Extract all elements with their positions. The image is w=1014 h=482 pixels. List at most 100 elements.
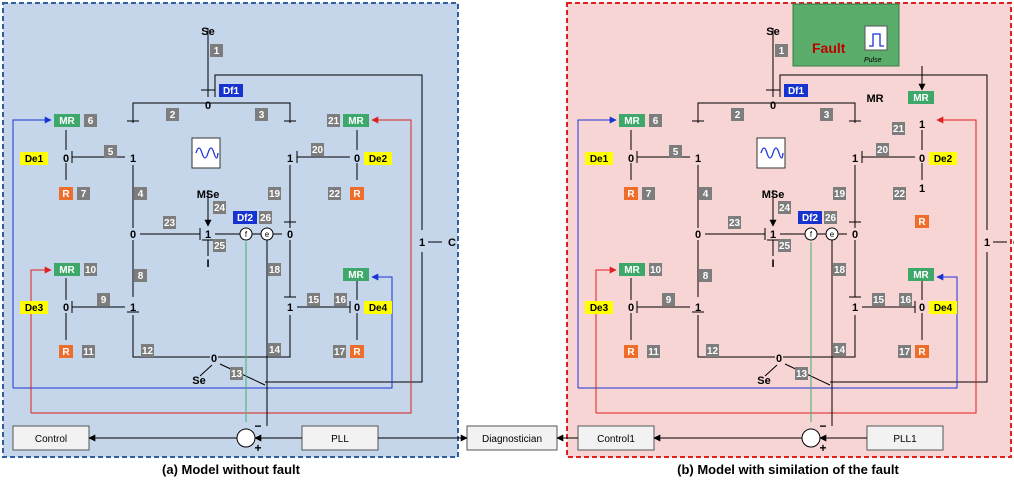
bond-number-1: 1 <box>210 44 223 57</box>
fault-label: Fault <box>812 40 846 56</box>
bond-number-14: 14 <box>268 343 281 356</box>
pulse-block <box>864 25 888 51</box>
svg-text:De1: De1 <box>590 154 609 165</box>
effort-sensor-label: e <box>265 230 270 239</box>
summing-junction <box>236 428 256 448</box>
caption-a: (a) Model without fault <box>162 462 301 477</box>
svg-text:1: 1 <box>779 46 785 57</box>
junction-1-left-lower: 1 <box>130 302 136 314</box>
svg-text:Df2: Df2 <box>237 213 254 224</box>
svg-text:24: 24 <box>779 203 791 214</box>
junction-1-right-lower: 1 <box>287 302 293 314</box>
capacitor-c: C <box>448 237 456 249</box>
r-17: R <box>915 345 929 358</box>
svg-text:5: 5 <box>673 147 679 158</box>
svg-text:MR: MR <box>59 265 75 276</box>
bond-number-6: 6 <box>649 114 662 127</box>
effort-detector-de2: De2 <box>929 152 957 165</box>
junction-1-left-upper: 1 <box>695 153 701 165</box>
effort-sensor-e <box>825 227 839 241</box>
junction-0-left-upper: 0 <box>628 153 634 165</box>
svg-text:20: 20 <box>877 145 889 156</box>
panel-model-without-fault <box>2 2 459 458</box>
svg-text:4: 4 <box>138 189 144 200</box>
bond-number-13: 13 <box>230 367 243 380</box>
bond-number-2: 2 <box>731 108 744 121</box>
svg-text:23: 23 <box>164 218 176 229</box>
svg-text:3: 3 <box>824 110 830 121</box>
mr-16: MR <box>343 268 369 281</box>
flow-sensor-label: f <box>245 230 248 239</box>
r-7: R <box>59 187 73 200</box>
svg-text:14: 14 <box>834 345 846 356</box>
svg-text:MR: MR <box>913 270 929 281</box>
bond-c-return <box>830 252 988 383</box>
svg-text:12: 12 <box>707 346 719 357</box>
svg-text:19: 19 <box>834 189 846 200</box>
bond-number-13: 13 <box>795 367 808 380</box>
svg-text:R: R <box>918 347 926 358</box>
mr-fault: MR <box>866 93 883 105</box>
pll1-block: PLL1 <box>866 425 944 451</box>
bond-number-7: 7 <box>77 187 90 200</box>
svg-text:6: 6 <box>88 116 94 127</box>
effort-sensor-e <box>260 227 274 241</box>
svg-text:26: 26 <box>260 213 272 224</box>
bond-number-11: 11 <box>82 345 95 358</box>
modulated-source-effort: MSe <box>197 189 220 201</box>
minus-sign: − <box>254 419 261 433</box>
svg-text:10: 10 <box>650 265 662 276</box>
svg-text:6: 6 <box>653 116 659 127</box>
bond-number-8: 8 <box>134 269 147 282</box>
bond-number-7: 7 <box>642 187 655 200</box>
svg-text:12: 12 <box>142 346 154 357</box>
svg-text:24: 24 <box>214 203 226 214</box>
svg-text:5: 5 <box>108 147 114 158</box>
summing-junction <box>801 428 821 448</box>
svg-text:MR: MR <box>348 116 364 127</box>
wire-blue-mr16 <box>578 273 958 389</box>
svg-text:PLL: PLL <box>331 434 349 445</box>
bond-number-4: 4 <box>134 187 147 200</box>
junction-1-center: 1 <box>770 229 776 241</box>
svg-text:9: 9 <box>666 295 672 306</box>
bond-2-3 <box>697 102 856 123</box>
svg-text:MR: MR <box>59 116 75 127</box>
r-7: R <box>624 187 638 200</box>
wire-red-mr10 <box>595 266 617 413</box>
plus-sign: + <box>819 441 826 455</box>
junction-0-left-lower: 0 <box>63 302 69 314</box>
bond-number-5: 5 <box>669 145 682 158</box>
bond-number-20: 20 <box>876 143 889 156</box>
bond-c <box>779 74 988 230</box>
inertia-i: I <box>206 258 209 270</box>
bond-number-22: 22 <box>328 187 341 200</box>
caption-b: (b) Model with similation of the fault <box>677 462 899 477</box>
svg-text:11: 11 <box>83 347 94 358</box>
bond-number-26: 26 <box>259 211 272 224</box>
junction-0-right-lower: 0 <box>919 302 925 314</box>
mr-10: MR <box>619 263 645 276</box>
junction-0-right-mid: 0 <box>852 229 858 241</box>
svg-text:Diagnostician: Diagnostician <box>482 434 542 445</box>
svg-text:MR: MR <box>913 93 929 104</box>
junction-0-right-mid: 0 <box>287 229 293 241</box>
junction-1-center: 1 <box>205 229 211 241</box>
svg-text:De1: De1 <box>25 154 44 165</box>
wire-red-mr21 <box>596 116 977 414</box>
svg-text:Df1: Df1 <box>223 86 240 97</box>
svg-text:R: R <box>918 217 926 228</box>
bond-c <box>214 74 423 230</box>
bond-number-15: 15 <box>307 293 320 306</box>
svg-text:PLL1: PLL1 <box>893 434 917 445</box>
svg-text:13: 13 <box>796 369 808 380</box>
junction-0-bottom: 0 <box>776 353 782 365</box>
svg-text:17: 17 <box>334 347 346 358</box>
bond-number-25: 25 <box>778 239 791 252</box>
svg-text:Df1: Df1 <box>788 86 805 97</box>
svg-text:9: 9 <box>101 295 107 306</box>
junction-0-top: 0 <box>205 100 211 112</box>
svg-text:7: 7 <box>646 189 652 200</box>
svg-text:2: 2 <box>735 110 741 121</box>
